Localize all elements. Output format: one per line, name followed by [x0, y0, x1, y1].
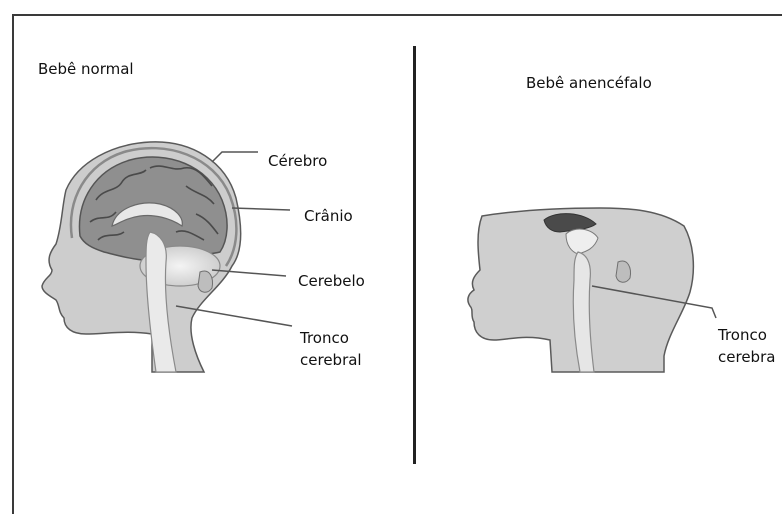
anencephalic-baby-illustration: [468, 208, 693, 372]
leader-skull: [232, 208, 290, 210]
skull-label: Crânio: [304, 205, 353, 227]
anencephalic-brainstem-label-line2: cerebra: [718, 346, 775, 368]
brainstem-label-line2: cerebral: [300, 349, 362, 371]
brainstem-label-line1: Tronco: [300, 327, 349, 349]
normal-baby-title: Bebê normal: [38, 58, 134, 80]
anencephalic-baby-title: Bebê anencéfalo: [526, 72, 652, 94]
anencephalic-ear: [616, 261, 631, 282]
leader-brain: [212, 152, 258, 162]
cerebellum-label: Cerebelo: [298, 270, 365, 292]
normal-baby-ear: [198, 271, 213, 292]
brain-label: Cérebro: [268, 150, 327, 172]
anencephalic-brainstem-label-line1: Tronco: [718, 324, 767, 346]
normal-baby-illustration: [42, 142, 241, 372]
